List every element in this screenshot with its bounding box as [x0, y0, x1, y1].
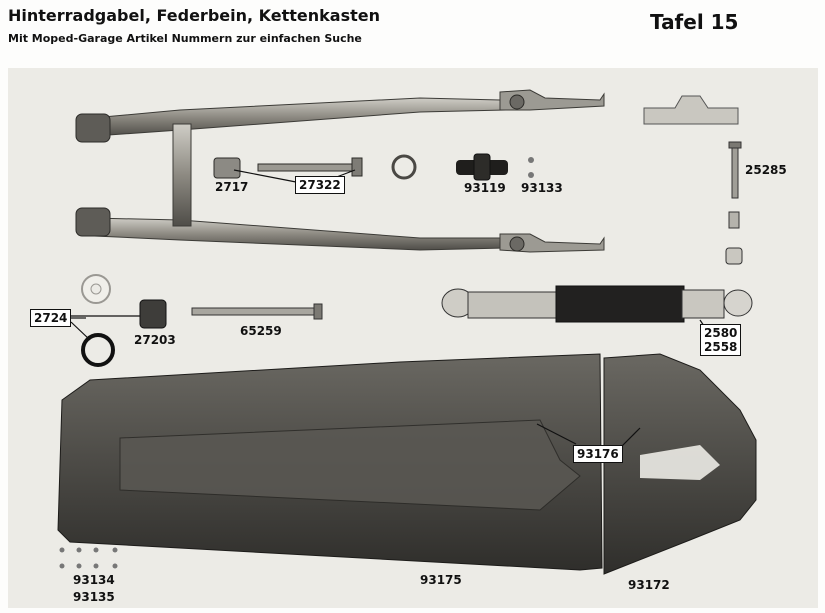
label-2717: 2717 [215, 180, 249, 194]
label-93134: 93134 [73, 573, 115, 587]
label-2724: 2724 [30, 309, 72, 327]
axle-65259 [191, 303, 323, 320]
label-93175: 93175 [420, 573, 462, 587]
chain-case-window [640, 445, 720, 480]
label-93176: 93176 [573, 445, 623, 463]
label-27203: 27203 [134, 333, 176, 347]
screws-93133 [528, 157, 534, 178]
swing-arm-fork [75, 89, 605, 253]
ring-washer [391, 154, 417, 180]
bushing-27203 [139, 299, 167, 329]
plate-number: Tafel 15 [650, 10, 739, 34]
bolt-25285 [725, 141, 743, 265]
leader-line [536, 423, 577, 445]
screws-93134 [59, 547, 118, 569]
label-2580: 2580 [704, 326, 738, 340]
label-2580-2558: 2580 2558 [700, 324, 742, 356]
clamp-93119 [456, 153, 508, 181]
shock-absorber [441, 285, 753, 323]
leader-line [70, 321, 91, 341]
page-subtitle: Mit Moped-Garage Artikel Nummern zur ein… [8, 32, 362, 45]
leader-line [619, 427, 641, 449]
label-93135: 93135 [73, 590, 115, 604]
label-65259: 65259 [240, 324, 282, 338]
bolt-27322 [257, 157, 363, 177]
page-title: Hinterradgabel, Federbein, Kettenkasten [8, 6, 380, 25]
label-93119: 93119 [464, 181, 506, 195]
label-93133: 93133 [521, 181, 563, 195]
mounting-bracket [643, 95, 739, 125]
label-93172: 93172 [628, 578, 670, 592]
chain-case-ridge [119, 419, 581, 511]
label-27322: 27322 [295, 176, 345, 194]
leader-line [233, 169, 297, 183]
bushing-2717 [213, 157, 241, 179]
washer-2724 [81, 274, 115, 367]
label-2558: 2558 [704, 340, 738, 354]
label-25285: 25285 [745, 163, 787, 177]
